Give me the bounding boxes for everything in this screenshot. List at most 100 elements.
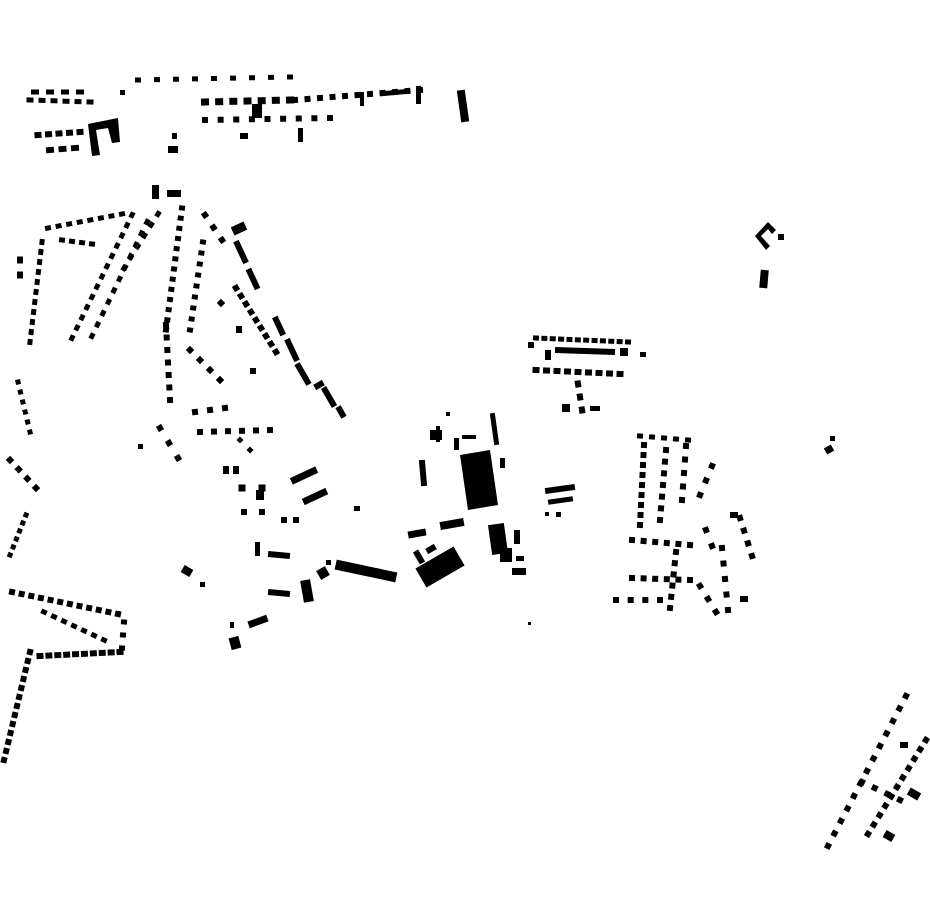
building [250, 368, 256, 374]
building [17, 388, 24, 396]
building [86, 99, 94, 105]
building [261, 331, 271, 341]
building [147, 220, 155, 229]
building [13, 535, 20, 543]
building [34, 278, 41, 286]
building [487, 523, 509, 555]
building [29, 318, 36, 326]
building [627, 597, 634, 603]
building [255, 542, 260, 556]
building [164, 346, 171, 354]
building [6, 551, 14, 559]
building [50, 98, 58, 104]
building [65, 129, 74, 136]
building [578, 406, 586, 414]
building [120, 619, 128, 625]
building [236, 291, 246, 301]
building [696, 491, 704, 499]
building [656, 516, 664, 524]
building [418, 459, 428, 487]
building [163, 334, 170, 341]
building [93, 282, 101, 291]
building [720, 560, 727, 567]
building [256, 490, 264, 500]
building [740, 596, 748, 602]
building [549, 336, 556, 342]
building [246, 446, 254, 454]
building [13, 702, 21, 710]
building [243, 97, 252, 105]
building [858, 778, 866, 786]
building [5, 455, 15, 465]
building [55, 222, 62, 230]
building [80, 627, 88, 635]
building [532, 366, 540, 374]
building [718, 544, 726, 552]
building [6, 729, 15, 737]
building [500, 548, 512, 562]
building [301, 487, 329, 506]
building [217, 235, 227, 245]
building [241, 509, 247, 515]
building [224, 428, 232, 435]
building [154, 210, 162, 218]
building [266, 339, 276, 349]
building [188, 316, 195, 322]
building [55, 130, 63, 137]
building [22, 666, 30, 674]
building [248, 75, 256, 81]
building [514, 530, 520, 544]
building [16, 527, 23, 535]
building [574, 337, 581, 343]
building [153, 77, 161, 83]
building [528, 622, 531, 625]
building [672, 436, 680, 442]
building [37, 248, 44, 256]
building [335, 405, 347, 419]
building [40, 608, 48, 616]
building [36, 258, 43, 266]
building [532, 335, 540, 341]
building [70, 622, 78, 630]
building [50, 613, 58, 621]
building [901, 691, 911, 701]
building [191, 294, 199, 300]
building [200, 582, 205, 587]
building [88, 118, 120, 156]
building [37, 594, 45, 602]
building [26, 97, 34, 103]
building [138, 444, 143, 449]
building [271, 347, 281, 357]
building [291, 96, 299, 104]
building [162, 321, 170, 329]
building [898, 773, 907, 782]
building [702, 526, 710, 534]
building [98, 649, 106, 657]
building [215, 98, 224, 106]
building [454, 438, 459, 450]
building [62, 98, 70, 104]
building [870, 784, 879, 792]
building [236, 326, 242, 333]
building [230, 221, 248, 236]
building [221, 404, 229, 412]
building [65, 220, 73, 228]
building [173, 245, 180, 252]
building [238, 427, 246, 434]
building [341, 92, 349, 100]
building [215, 375, 225, 385]
building [229, 97, 238, 105]
building [164, 359, 172, 366]
building [168, 146, 178, 153]
building [177, 215, 184, 222]
building [26, 428, 34, 436]
building [17, 271, 23, 279]
building [723, 591, 730, 598]
building [590, 406, 600, 411]
building [26, 648, 34, 656]
building [61, 89, 69, 95]
building [167, 190, 181, 197]
building [19, 675, 28, 683]
building [165, 306, 172, 313]
building [31, 89, 39, 95]
